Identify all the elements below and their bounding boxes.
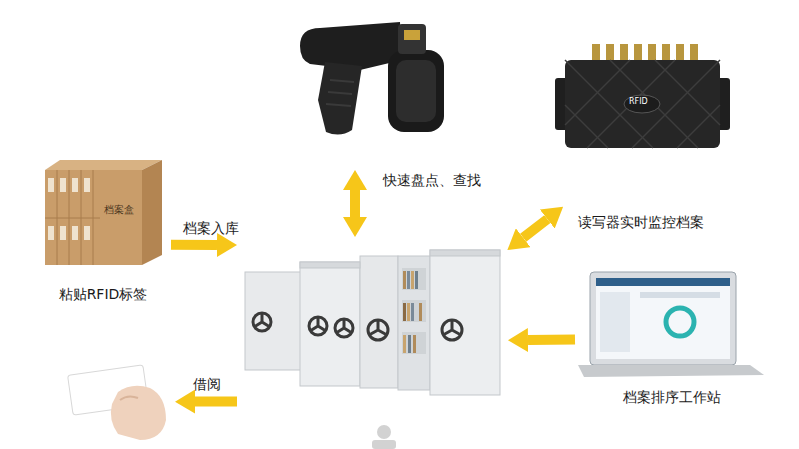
- fixed-reader: [555, 44, 730, 148]
- workstation-node: 档案排序工作站: [578, 265, 766, 408]
- archive-box-node: 粘贴RFID标签: [38, 158, 168, 305]
- box-label: 档案盒: [104, 204, 134, 216]
- arrow-connector: [528, 334, 575, 345]
- edge-label-slot: 借阅: [193, 376, 221, 393]
- shelf-wheels: [253, 313, 462, 340]
- archive-boxes: [45, 160, 162, 265]
- mobile-shelving: [245, 250, 500, 395]
- arrow-connector: [171, 240, 217, 250]
- arrow-connector: [350, 190, 360, 217]
- card-in-hand: [68, 365, 166, 440]
- node-caption: 粘贴RFID标签: [55, 284, 152, 305]
- handheld-reader: [300, 22, 444, 135]
- edge-label: 档案入库: [183, 220, 239, 237]
- arrow-connector: [523, 219, 547, 238]
- arrow-connector: [195, 397, 237, 407]
- laptop: [578, 272, 764, 377]
- edge-label: 借阅: [193, 376, 221, 393]
- shelving-node: [240, 240, 505, 410]
- label-text: 档案盒: [104, 204, 134, 216]
- handheld-reader-node: [295, 15, 445, 167]
- label-text: RFID: [629, 97, 648, 107]
- person-figure: [372, 425, 396, 449]
- edge-label-slot: 档案入库: [183, 220, 239, 237]
- node-caption: 档案排序工作站: [619, 387, 725, 408]
- edge-label-slot: 读写器实时监控档案: [578, 214, 704, 231]
- edge-label: 快速盘点、查找: [383, 172, 481, 189]
- edge-label-slot: 快速盘点、查找: [383, 172, 481, 189]
- shelf-books: [402, 268, 426, 354]
- device-logo: RFID: [629, 97, 648, 107]
- edge-label: 读写器实时监控档案: [578, 214, 704, 231]
- card-node: [60, 355, 172, 443]
- fixed-reader-node: [555, 40, 730, 205]
